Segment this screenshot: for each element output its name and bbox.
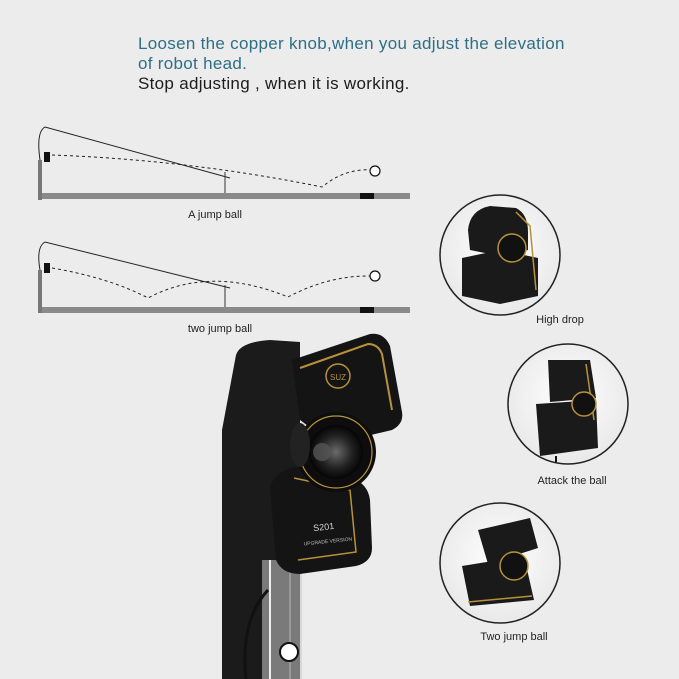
- trajectory-diagram-two-jump: [38, 241, 410, 313]
- instruction-line-1b: of robot head.: [138, 54, 248, 73]
- launcher-icon: [571, 391, 597, 417]
- edition-label: UPGRADE VERSION: [303, 536, 352, 547]
- ball-path: [51, 154, 373, 188]
- base-logo-icon: [279, 642, 299, 662]
- caption-two-jump-ball-view: Two jump ball: [480, 631, 548, 643]
- instruction-line-1: Loosen the copper knob,when you adjust t…: [138, 34, 565, 53]
- caption-attack-the-ball: Attack the ball: [537, 475, 607, 487]
- elevation-arc: [38, 126, 231, 179]
- launcher-lens: [309, 425, 363, 479]
- launcher-icon: [497, 233, 527, 263]
- head-view-high-drop: [439, 194, 561, 316]
- brand-logo-icon: [325, 363, 351, 389]
- elevation-arc: [38, 241, 231, 289]
- caption-high-drop: High drop: [536, 314, 584, 326]
- ball-path: [51, 267, 373, 299]
- brand-mark: SUZ: [330, 373, 346, 382]
- power-cable: [243, 588, 270, 679]
- robot-stand: [38, 270, 42, 313]
- robot-lower-head: [270, 466, 372, 574]
- table-surface: [42, 193, 410, 199]
- ball-icon: [369, 165, 381, 177]
- head-view-attack: [507, 343, 629, 465]
- robot-stand: [38, 160, 42, 200]
- landing-mark: [360, 193, 374, 199]
- table-surface: [42, 307, 410, 313]
- trajectory-diagram-jump: [38, 126, 410, 200]
- robot-head-mark: [44, 152, 50, 162]
- launcher-icon: [499, 551, 529, 581]
- caption-a-jump-ball: A jump ball: [188, 209, 242, 221]
- head-view-two-jump: [439, 502, 561, 624]
- ball-tube: [262, 560, 302, 679]
- ball-icon: [369, 270, 381, 282]
- robot-head-mark: [44, 263, 50, 273]
- model-label: S201: [313, 521, 335, 533]
- instruction-warning: Stop adjusting , when it is working.: [138, 74, 410, 93]
- caption-two-jump-ball: two jump ball: [187, 323, 253, 335]
- instruction-heading: Loosen the copper knob,when you adjust t…: [138, 34, 565, 74]
- landing-mark: [360, 307, 374, 313]
- robot-illustration: SUZ S201 UPGRADE VERSION: [222, 333, 403, 679]
